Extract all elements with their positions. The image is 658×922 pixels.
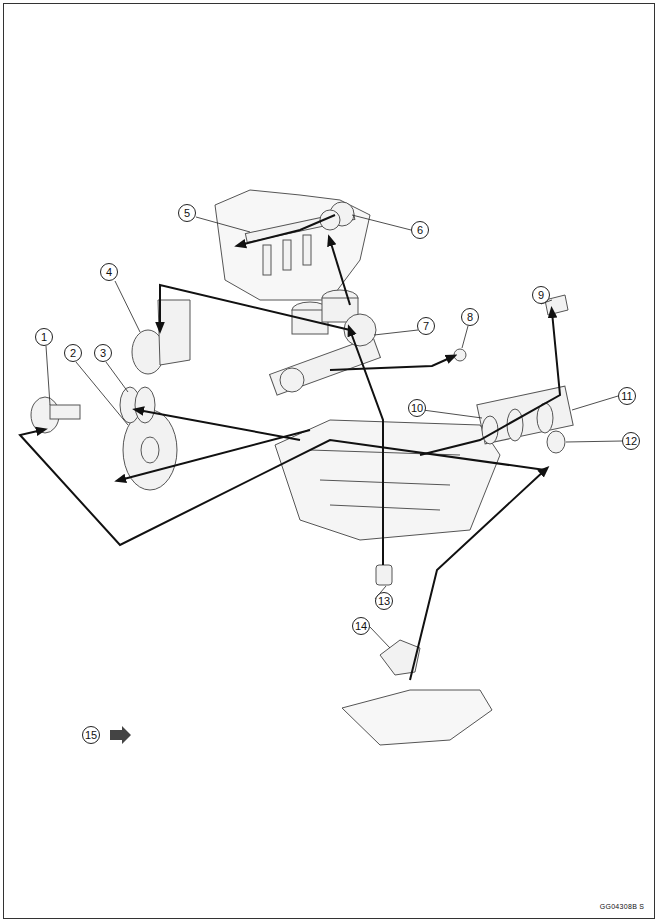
callout-number: 14 <box>352 617 370 635</box>
callout-number: 5 <box>178 204 196 222</box>
drawing-code: GG04308B S <box>600 903 645 910</box>
callout-number: 11 <box>618 387 636 405</box>
callout-number: 7 <box>417 317 435 335</box>
callout-number: 13 <box>375 592 393 610</box>
callout-number: 9 <box>532 286 550 304</box>
callout-number: 2 <box>64 344 82 362</box>
callout-number: 3 <box>94 344 112 362</box>
callout-number: 8 <box>461 308 479 326</box>
callout-number: 1 <box>35 328 53 346</box>
callout-number: 10 <box>408 399 426 417</box>
callout-number: 12 <box>622 432 640 450</box>
callout-number: 6 <box>411 221 429 239</box>
callout-number: 15 <box>82 726 100 744</box>
callout-number: 4 <box>100 263 118 281</box>
